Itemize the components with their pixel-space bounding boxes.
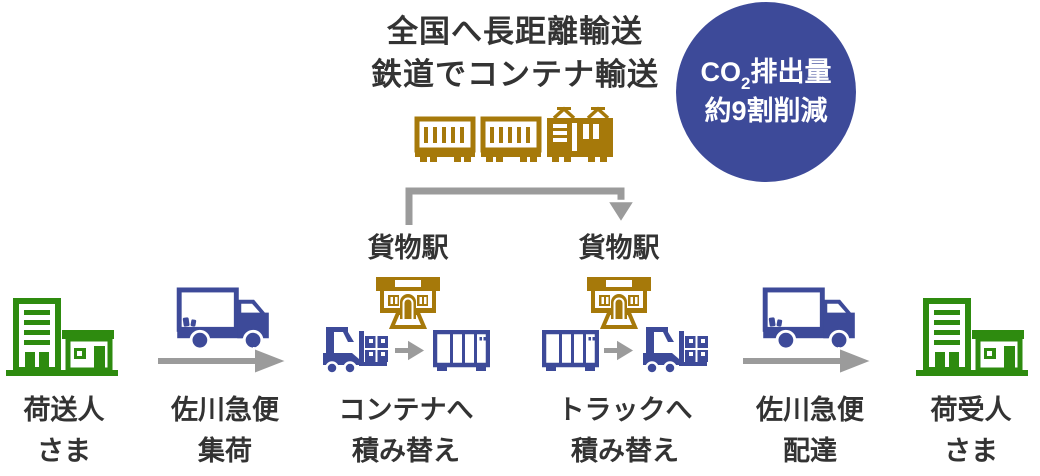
transfer-arrow-icon-right [602, 338, 636, 363]
badge-line-1: CO2排出量 [700, 57, 832, 94]
right-station-label: 貨物駅 [578, 233, 660, 263]
delivery-truck-icon-delivery [761, 287, 860, 352]
step-label-pickup: 佐川急便 集荷 [171, 395, 279, 466]
delivery-truck-icon-pickup [175, 287, 274, 352]
transfer-arrow-icon-left [393, 338, 427, 363]
container-icon-left [433, 330, 490, 373]
step-label-consignee: 荷受人 さま [930, 395, 1012, 466]
step-label-truck-transfer: トラックへ 積み替え [557, 395, 693, 466]
co2-reduction-badge: CO2排出量 約9割削減 [676, 2, 856, 182]
freight-station-icon-left [376, 274, 440, 330]
badge-line-2: 約9割削減 [704, 96, 828, 126]
left-station-label: 貨物駅 [367, 233, 449, 263]
title-line-2: 鉄道でコンテナ輸送 [371, 57, 659, 92]
step-label-delivery: 佐川急便 配達 [756, 395, 864, 466]
freight-train-icon [413, 106, 615, 170]
rail-route-arrow-icon [402, 184, 638, 225]
container-icon-right [542, 330, 599, 373]
flow-arrow-icon-pickup [156, 347, 289, 375]
freight-station-icon-right [587, 274, 651, 330]
office-buildings-icon-consignee [916, 297, 1028, 377]
title-line-1: 全国へ長距離輸送 [387, 14, 643, 49]
diagram-title: 全国へ長距離輸送 鉄道でコンテナ輸送 [305, 10, 725, 96]
flow-arrow-icon-delivery [741, 347, 874, 375]
step-label-container-transfer: コンテナへ 積み替え [338, 395, 474, 466]
office-buildings-icon-shipper [6, 297, 118, 377]
forklift-icon-right [641, 324, 709, 374]
step-label-shipper: 荷送人 さま [23, 395, 105, 466]
forklift-icon-left [321, 324, 389, 374]
